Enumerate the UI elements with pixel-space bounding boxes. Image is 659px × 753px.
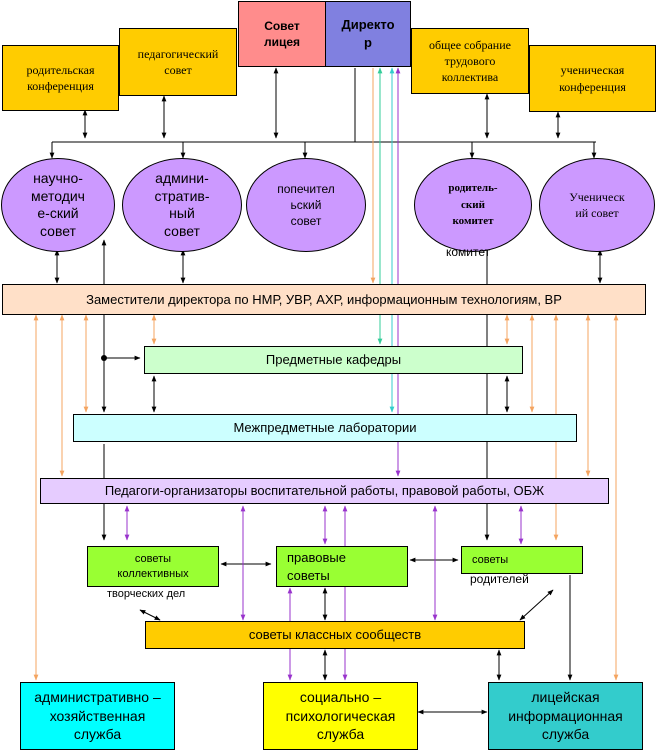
admin-service-box[interactable]: административно – хозяйственная служба bbox=[20, 682, 175, 750]
student-conference-box[interactable]: ученическая конференция bbox=[529, 45, 656, 112]
lyceum-council-box[interactable]: Совет лицея bbox=[238, 1, 326, 67]
parents-committee-ellipse[interactable]: родитель- ский комитет bbox=[414, 158, 532, 252]
trustees-council-ellipse[interactable]: попечител ьский совет bbox=[246, 158, 366, 252]
pedagogical-council-box[interactable]: педагогический совет bbox=[119, 28, 237, 96]
student-council-ellipse[interactable]: Ученическ ий совет bbox=[539, 158, 655, 252]
collective-councils-box[interactable]: советы коллективных bbox=[87, 546, 219, 587]
director-box[interactable]: Директо р bbox=[325, 1, 411, 67]
labs-band[interactable]: Межпредметные лаборатории bbox=[73, 414, 577, 442]
parents-councils-tail: родителей bbox=[470, 572, 529, 586]
info-service-box[interactable]: лицейская информационная служба bbox=[488, 682, 643, 750]
committee-overflow-label: комитет bbox=[446, 245, 491, 259]
collective-councils-tail: творческих дел bbox=[107, 588, 186, 600]
general-meeting-box[interactable]: общее собрание трудового коллектива bbox=[411, 28, 529, 94]
purple-arrows bbox=[124, 505, 524, 681]
class-councils-box[interactable]: советы классных сообществ bbox=[145, 621, 525, 649]
parents-councils-box[interactable]: советы bbox=[461, 546, 583, 574]
departments-band[interactable]: Предметные кафедры bbox=[144, 346, 523, 374]
methodical-council-ellipse[interactable]: научно- методич е-ский совет bbox=[1, 158, 115, 252]
organizers-band[interactable]: Педагоги-организаторы воспитательной раб… bbox=[40, 478, 609, 504]
administrative-council-ellipse[interactable]: админи- стратив- ный совет bbox=[122, 158, 242, 252]
deputies-band[interactable]: Заместители директора по НМР, УВР, АХР, … bbox=[2, 284, 646, 315]
legal-councils-box[interactable]: правовые советы bbox=[276, 546, 408, 587]
social-service-box[interactable]: социально – психологическая служба bbox=[263, 682, 418, 750]
parent-conference-box[interactable]: родительская конференция bbox=[2, 45, 119, 111]
junction-dot bbox=[101, 355, 107, 361]
